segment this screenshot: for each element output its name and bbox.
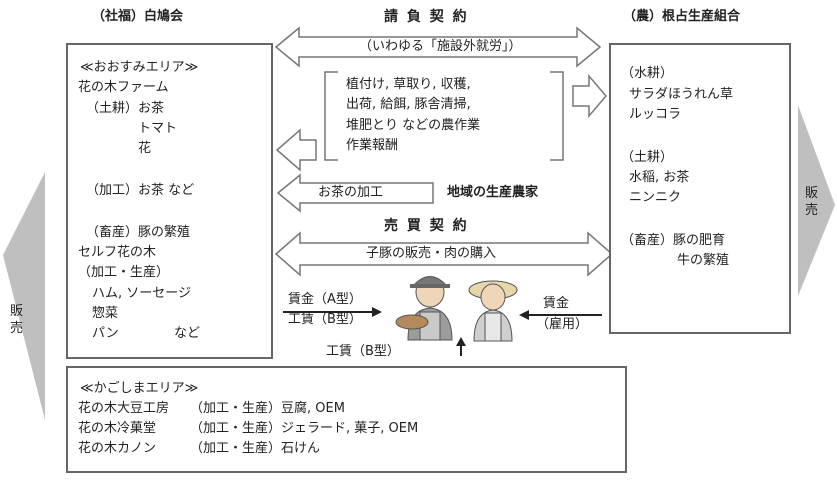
- left-org-line: セルフ花の木: [78, 245, 157, 260]
- left-org-line: 惣菜: [92, 306, 119, 321]
- kagoshima-row-desc: （加工・生産）石けん: [190, 441, 321, 456]
- wage-a-label: 賃金（A型）: [288, 292, 362, 307]
- left-org-line: トマト: [138, 121, 178, 136]
- right-org-title: （農）根占生産組合: [623, 9, 741, 24]
- sell-right-label: 販売: [805, 186, 819, 218]
- contract-arrow-label: （いわゆる「施設外就労」）: [359, 39, 522, 54]
- right-org-line: （畜産）豚の肥育: [621, 233, 726, 248]
- right-org-line: サラダほうれん草: [629, 87, 734, 102]
- left-org-line: 花の木ファーム: [78, 80, 169, 95]
- right-org-line: 牛の繁殖: [677, 253, 730, 268]
- left-org-line: （畜産）豚の繁殖: [86, 225, 191, 240]
- tea-arrow-label: お茶の加工: [318, 185, 384, 200]
- left-org-line: （加工・生産）: [78, 265, 170, 280]
- tea-arrow: [276, 173, 434, 213]
- wage-bottom-label: 工賃（B型）: [326, 344, 400, 359]
- worker-figure-icon: [395, 276, 453, 341]
- wage-right-label: 賃金: [543, 296, 570, 311]
- right-org-line: ルッコラ: [629, 107, 682, 122]
- work-bracket-right: [550, 71, 564, 161]
- work-line: 出荷, 給餌, 豚舎清掃,: [346, 97, 471, 112]
- left-org-line: パン: [92, 326, 119, 341]
- contract-double-arrow: [274, 26, 602, 68]
- kagoshima-row-name: 花の木冷菓堂: [78, 421, 157, 436]
- right-org-line: （土耕）: [621, 150, 674, 165]
- work-line: 作業報酬: [346, 138, 399, 153]
- kagoshima-area-title: ≪かごしまエリア≫: [80, 381, 199, 396]
- farmer-figure-icon: [468, 280, 518, 342]
- contract-title: 請 負 契 約: [384, 9, 469, 25]
- employment-label: （雇用）: [536, 317, 589, 332]
- right-org-box: （水耕） サラダほうれん草 ルッコラ （土耕） 水稲, お茶 ニンニク （畜産）…: [609, 43, 791, 334]
- wage-b-label: 工賃（B型）: [288, 312, 362, 327]
- local-farmers-label: 地域の生産農家: [447, 185, 539, 200]
- oosumi-area-title: ≪おおすみエリア≫: [80, 60, 199, 75]
- trade-arrow-label: 子豚の販売・肉の購入: [366, 246, 497, 261]
- left-org-line: 花: [138, 141, 152, 156]
- reward-left-arrow: [275, 128, 317, 172]
- left-org-line: ハム, ソーセージ: [92, 286, 192, 301]
- kagoshima-row-desc: （加工・生産）豆腐, OEM: [190, 401, 345, 416]
- work-line: 堆肥とり などの農作業: [346, 118, 481, 133]
- right-org-line: （水耕）: [621, 66, 674, 81]
- kagoshima-box: ≪かごしまエリア≫ 花の木大豆工房 （加工・生産）豆腐, OEM 花の木冷菓堂 …: [66, 366, 627, 473]
- right-org-line: ニンニク: [629, 190, 682, 205]
- right-org-line: 水稲, お茶: [629, 170, 690, 185]
- left-org-line: （土耕）お茶: [86, 101, 165, 116]
- left-org-title: （社福）白鳩会: [92, 9, 184, 24]
- trade-title: 売 買 契 約: [384, 218, 469, 234]
- sell-left-label: 販売: [10, 304, 24, 336]
- sell-left-arrow: [3, 172, 45, 420]
- kagoshima-row-name: 花の木カノン: [78, 441, 157, 456]
- sell-right-arrow: [798, 105, 835, 296]
- left-org-line: など: [174, 326, 201, 341]
- left-org-line: （加工）お茶 など: [86, 183, 195, 198]
- left-org-box: ≪おおすみエリア≫ 花の木ファーム （土耕）お茶 トマト 花 （加工）お茶 など…: [66, 43, 273, 359]
- work-right-arrow: [572, 73, 607, 119]
- kagoshima-row-desc: （加工・生産）ジェラード, 菓子, OEM: [190, 421, 419, 436]
- work-line: 植付け, 草取り, 収穫,: [346, 77, 471, 92]
- work-bracket-left: [324, 71, 338, 161]
- kagoshima-row-name: 花の木大豆工房: [78, 401, 170, 416]
